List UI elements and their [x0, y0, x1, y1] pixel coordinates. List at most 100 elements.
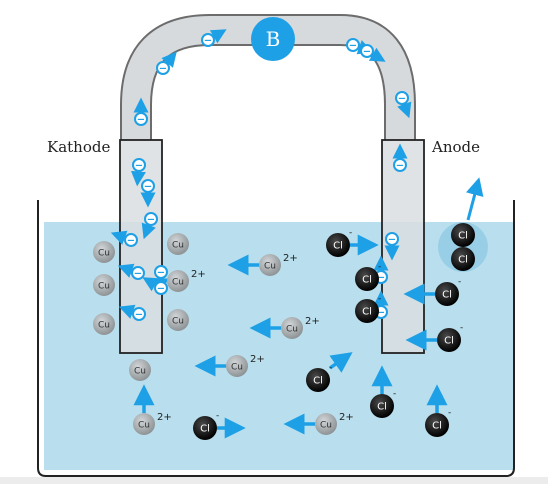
svg-text:−: − [157, 284, 165, 295]
charge-label: 2+ [250, 354, 265, 365]
electron: − [140, 179, 156, 208]
electron: − [118, 304, 146, 321]
electron: − [110, 230, 138, 247]
svg-text:−: − [396, 161, 404, 172]
cu-ion: Cu 2+ [249, 316, 320, 339]
cl-atom-released: Cl [451, 247, 475, 271]
cl-ion: Cl- [405, 323, 463, 352]
electron: − [153, 265, 169, 294]
cu-ion: Cu 2+ [227, 253, 298, 276]
svg-text:Cu: Cu [172, 317, 184, 327]
svg-text:Cl: Cl [432, 421, 442, 432]
svg-text:−: − [144, 182, 152, 193]
svg-text:−: − [127, 236, 135, 247]
svg-text:−: − [377, 273, 385, 284]
charge-label: - [378, 294, 381, 304]
svg-text:Cu: Cu [98, 249, 110, 259]
electron: − [117, 263, 145, 280]
charge-label: 2+ [283, 253, 298, 264]
svg-text:Cu: Cu [98, 282, 110, 292]
electron: − [156, 51, 177, 75]
svg-text:−: − [159, 64, 167, 75]
charge-label: 2+ [157, 412, 172, 423]
charge-label: 2+ [191, 269, 206, 280]
cl-ion: Cl- [355, 294, 381, 323]
svg-text:−: − [147, 215, 155, 226]
svg-text:Cu: Cu [320, 421, 332, 431]
charge-label: - [448, 408, 451, 418]
cu-ion: Cu 2+ [167, 269, 206, 292]
cl-ion: Cl- [193, 411, 246, 440]
cu-ion: Cu 2+ [133, 384, 172, 435]
svg-text:Cu: Cu [172, 278, 184, 288]
svg-text:Cu: Cu [138, 421, 150, 431]
electron: − [360, 44, 386, 62]
svg-text:−: − [377, 308, 385, 319]
svg-text:Cu: Cu [172, 241, 184, 251]
battery-icon [251, 17, 295, 61]
svg-text:Cl: Cl [377, 402, 387, 413]
svg-text:Cl: Cl [362, 307, 372, 318]
svg-text:−: − [135, 310, 143, 321]
electron: − [133, 97, 149, 126]
svg-text:Cu: Cu [286, 325, 298, 335]
charge-label: 2+ [339, 412, 354, 423]
cl-ion: Cl- [306, 352, 353, 392]
cl-ion: Cl- [355, 262, 381, 291]
electron: − [395, 91, 412, 119]
svg-text:−: − [135, 161, 143, 172]
svg-text:Cu: Cu [264, 262, 276, 272]
cu-ion: Cu [93, 274, 115, 296]
svg-text:−: − [204, 36, 212, 47]
charge-label: - [458, 277, 461, 287]
cathode-electrode [119, 139, 163, 354]
charge-label: - [393, 389, 396, 399]
cu-ion: Cu [93, 313, 115, 335]
charge-label: - [329, 363, 332, 373]
charge-label: - [349, 228, 352, 238]
cu-ion: Cu [129, 359, 151, 381]
electron: − [141, 212, 158, 240]
svg-text:−: − [398, 94, 406, 105]
cl-ion: Cl- [326, 228, 379, 257]
charge-label: - [460, 323, 463, 333]
svg-text:Cl: Cl [458, 255, 468, 266]
svg-text:−: − [363, 47, 371, 58]
anode-label: Anode [432, 138, 481, 156]
svg-text:Cu: Cu [134, 367, 146, 377]
cu-ion: Cu 2+ [194, 354, 265, 377]
svg-text:Cl: Cl [333, 241, 343, 252]
svg-text:−: − [134, 269, 142, 280]
svg-text:−: − [137, 115, 145, 126]
cu-ion: Cu [167, 309, 189, 331]
charge-label: - [378, 262, 381, 272]
svg-text:Cu: Cu [98, 321, 110, 331]
anode-electrode [381, 139, 425, 354]
cl-atom-released: Cl [451, 223, 475, 247]
charge-label: - [216, 411, 219, 421]
svg-text:Cl: Cl [442, 290, 452, 301]
battery-label: B [265, 27, 281, 51]
electron: − [142, 277, 168, 295]
svg-text:Cl: Cl [362, 275, 372, 286]
svg-text:Cl: Cl [444, 336, 454, 347]
cu-ion: Cu [167, 233, 189, 255]
svg-text:−: − [157, 268, 165, 279]
electron: − [384, 232, 400, 261]
svg-text:Cl: Cl [458, 231, 468, 242]
bottom-edge [0, 477, 548, 484]
cl-ion: Cl- [403, 277, 461, 306]
svg-text:Cl: Cl [200, 424, 210, 435]
svg-text:−: − [349, 41, 357, 52]
charge-label: 2+ [305, 316, 320, 327]
cathode-label: Kathode [47, 138, 111, 156]
svg-text:Cu: Cu [231, 363, 243, 373]
svg-text:−: − [388, 235, 396, 246]
electron: − [130, 158, 146, 187]
cl-ion: Cl- [370, 365, 396, 418]
electron: − [392, 143, 408, 172]
svg-text:Cl: Cl [313, 376, 323, 387]
electron: − [201, 29, 227, 47]
